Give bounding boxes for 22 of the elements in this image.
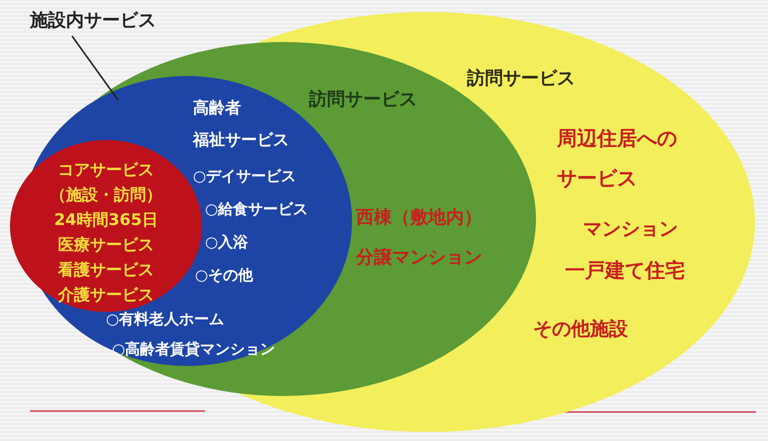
label: 福祉サービス — [193, 130, 289, 150]
label: （施設・訪問） — [49, 185, 163, 204]
label: 周辺住居へのサービス — [557, 125, 678, 192]
label: ○その他 — [195, 266, 254, 284]
label: 一戸建て住宅 — [565, 258, 685, 282]
label: 医療サービス — [57, 235, 155, 254]
label: その他施設 — [533, 318, 628, 341]
heading: コアサービス — [57, 160, 155, 180]
label: マンション — [583, 218, 678, 241]
callout-label: 施設内サービス — [30, 10, 156, 32]
label: 介護サービス — [57, 285, 155, 304]
label: 西棟（敷地内）分譲マンション — [356, 206, 483, 270]
heading: 訪問サービス — [467, 68, 575, 90]
label: ○入浴 — [205, 233, 248, 251]
label: 24時間365日 — [53, 210, 159, 230]
label: ○有料老人ホーム — [106, 310, 224, 328]
label: ○デイサービス — [193, 167, 296, 185]
leader-line — [71, 36, 119, 100]
label: 看護サービス — [57, 260, 155, 280]
heading: 訪問サービス — [309, 89, 417, 111]
heading: 高齢者 — [193, 98, 241, 118]
label: ○給食サービス — [205, 200, 308, 218]
